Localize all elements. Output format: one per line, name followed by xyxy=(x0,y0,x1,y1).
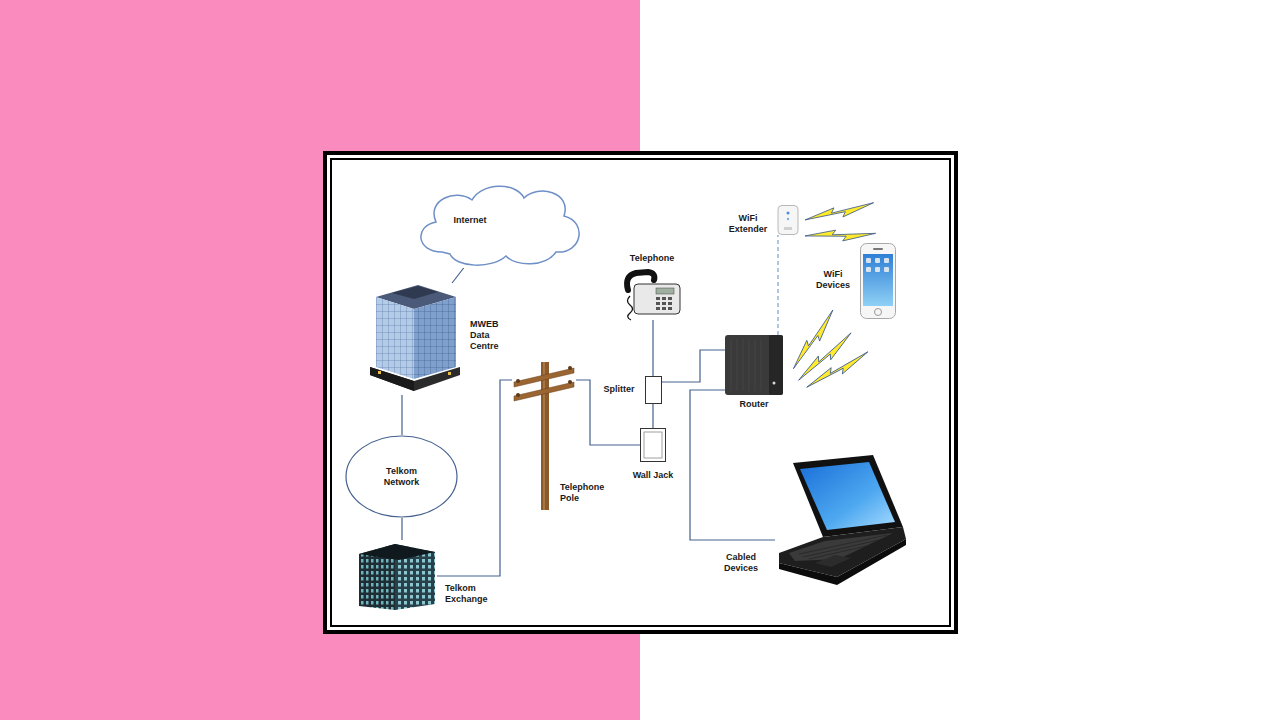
connector-line xyxy=(652,404,653,428)
node-label: Wall Jack xyxy=(623,470,683,481)
router: Router xyxy=(725,335,783,395)
connector xyxy=(690,390,775,540)
connector-line xyxy=(452,268,464,283)
cloud-shape-icon xyxy=(410,180,585,268)
splitter-icon xyxy=(645,376,662,404)
connector xyxy=(653,320,654,376)
connector xyxy=(778,235,779,335)
wifi-device: WiFi Devices xyxy=(860,243,896,319)
telephone-pole: Telephone Pole xyxy=(512,358,576,510)
connector xyxy=(452,268,464,283)
wall-jack-icon xyxy=(640,428,666,462)
connector-line xyxy=(652,320,653,376)
data-centre: MWEB Data Centre xyxy=(358,283,460,395)
node-label: Telkom Exchange xyxy=(445,583,499,605)
connector-line xyxy=(401,518,402,540)
connector-line xyxy=(662,350,725,382)
connector-line xyxy=(576,380,640,445)
splitter: Splitter xyxy=(645,376,662,404)
telephone-icon xyxy=(622,268,682,320)
telephone: Telephone xyxy=(622,268,682,320)
cloud-shape: Internet xyxy=(410,180,585,268)
node-label: Telephone xyxy=(622,253,682,264)
wifi-device-icon xyxy=(860,243,896,319)
node-label: Cabled Devices xyxy=(713,552,769,574)
node-label: Telephone Pole xyxy=(560,482,614,504)
cabled-device: Cabled Devices xyxy=(775,455,907,595)
connector-line xyxy=(401,395,402,435)
node-label: Router xyxy=(719,399,789,410)
wifi-extender-icon xyxy=(775,205,801,235)
connector xyxy=(662,350,725,382)
connector-line xyxy=(777,235,778,335)
router-icon xyxy=(725,335,783,395)
wifi-extender: WiFi Extender xyxy=(775,205,801,235)
telkom-exchange-icon xyxy=(355,540,437,612)
cabled-device-icon xyxy=(775,455,907,595)
wall-jack: Wall Jack xyxy=(640,428,666,462)
node-label: WiFi Extender xyxy=(725,213,771,235)
node-label: Telkom Network xyxy=(371,466,433,488)
node-label: Internet xyxy=(410,215,530,226)
node-label: MWEB Data Centre xyxy=(470,319,506,351)
connector xyxy=(576,380,640,445)
connector xyxy=(653,404,654,428)
data-centre-icon xyxy=(358,283,460,395)
connector-line xyxy=(690,390,775,540)
telkom-exchange: Telkom Exchange xyxy=(355,540,437,612)
network-ellipse: Telkom Network xyxy=(345,435,458,518)
connector xyxy=(402,518,403,540)
node-label: Splitter xyxy=(597,384,641,395)
node-label: WiFi Devices xyxy=(810,269,856,291)
connector xyxy=(402,395,403,435)
